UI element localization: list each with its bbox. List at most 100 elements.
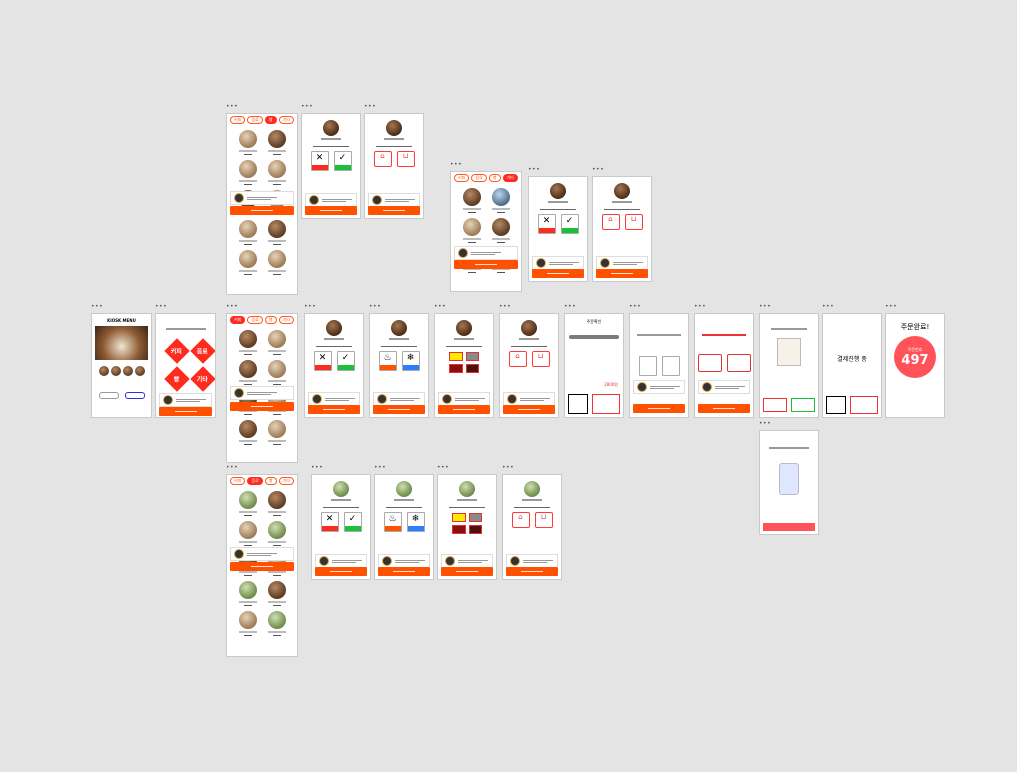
option-screen[interactable]: ♨❄: [369, 313, 429, 418]
menu-item[interactable]: [459, 218, 484, 243]
home-screen[interactable]: KIOSK MENU: [91, 313, 152, 418]
voice-order-button[interactable]: [230, 562, 294, 571]
category-tab[interactable]: 기타: [278, 477, 294, 485]
option-screen[interactable]: [434, 313, 494, 418]
cancel-button[interactable]: ✕: [313, 351, 332, 371]
card-option[interactable]: [697, 353, 722, 372]
menu-item[interactable]: [235, 420, 260, 445]
undefined-button[interactable]: ✓: [333, 151, 352, 171]
option-screen[interactable]: ✕✓: [528, 176, 588, 282]
voice-order-button[interactable]: [308, 405, 360, 414]
option-screen[interactable]: ⌂⊔: [502, 474, 562, 580]
menu-item[interactable]: [235, 360, 260, 385]
dine-option-screen[interactable]: [629, 313, 689, 418]
size-option[interactable]: [465, 364, 479, 373]
option-screen[interactable]: ✕✓: [301, 113, 361, 219]
voice-order-button[interactable]: [230, 206, 294, 215]
size-option[interactable]: [449, 364, 463, 373]
category-tab[interactable]: 빵: [488, 174, 501, 182]
pay-option[interactable]: [726, 353, 751, 372]
size-option[interactable]: [465, 352, 479, 361]
cancel-button[interactable]: ✕: [320, 512, 339, 532]
voice-order-button[interactable]: [315, 567, 367, 576]
menu-item[interactable]: [235, 220, 260, 245]
menu-item[interactable]: [235, 160, 260, 185]
category-tab[interactable]: 빵: [264, 116, 277, 124]
option-screen[interactable]: ⌂⊔: [499, 313, 559, 418]
pay-button[interactable]: [592, 394, 620, 414]
next-button[interactable]: [791, 398, 815, 412]
pay-button[interactable]: [850, 396, 878, 414]
featured-item[interactable]: [98, 366, 109, 376]
category-tab[interactable]: 커피: [454, 174, 470, 182]
voice-order-button[interactable]: [698, 404, 750, 413]
place-option[interactable]: ⊔: [531, 351, 550, 367]
place-option[interactable]: ⌂: [508, 351, 527, 367]
voice-order-button[interactable]: [503, 405, 555, 414]
undefined-button[interactable]: ✓: [560, 214, 579, 234]
menu-item[interactable]: [264, 491, 289, 516]
category-tab[interactable]: 기타: [502, 174, 518, 182]
voice-order-button[interactable]: [454, 260, 518, 269]
option-screen[interactable]: [437, 474, 497, 580]
category-tile[interactable]: 빵: [164, 365, 190, 392]
category-tab[interactable]: 빵: [264, 477, 277, 485]
featured-item[interactable]: [134, 366, 145, 376]
option-screen[interactable]: ♨❄: [374, 474, 434, 580]
menu-item[interactable]: [235, 581, 260, 606]
primary-button[interactable]: [124, 392, 145, 399]
category-tab[interactable]: 빵: [264, 316, 277, 324]
mobile-pay-screen[interactable]: [759, 430, 819, 535]
size-option[interactable]: [449, 352, 463, 361]
category-tab[interactable]: 음료: [471, 174, 487, 182]
menu-item[interactable]: [459, 188, 484, 213]
place-option[interactable]: ⌂: [511, 512, 530, 528]
place-option[interactable]: ⊔: [624, 214, 643, 230]
add-order-button[interactable]: [568, 394, 588, 414]
place-option[interactable]: ⊔: [396, 151, 415, 167]
option-screen[interactable]: ⌂⊔: [592, 176, 652, 282]
menu-item[interactable]: [235, 330, 260, 355]
undefined-button[interactable]: ✓: [343, 512, 362, 532]
undefined-button[interactable]: ❄: [406, 512, 425, 532]
menu-item[interactable]: [264, 250, 289, 275]
voice-order-button[interactable]: [596, 269, 648, 278]
here-button[interactable]: [638, 355, 657, 376]
menu-item[interactable]: [264, 611, 289, 636]
menu-item[interactable]: [488, 188, 513, 213]
takeout-button[interactable]: [661, 355, 680, 376]
menu-item[interactable]: [264, 521, 289, 546]
cancel-button[interactable]: ✕: [310, 151, 329, 171]
menu-item[interactable]: [264, 220, 289, 245]
undefined-button[interactable]: ✓: [336, 351, 355, 371]
size-option[interactable]: [452, 513, 466, 522]
category-tab[interactable]: 음료: [247, 116, 263, 124]
size-option[interactable]: [468, 513, 482, 522]
category-tab[interactable]: 기타: [278, 116, 294, 124]
undefined-button[interactable]: ❄: [401, 351, 420, 371]
voice-order-button[interactable]: [159, 407, 212, 416]
option-screen[interactable]: ✕✓: [311, 474, 371, 580]
payment-method-screen[interactable]: [694, 313, 754, 418]
menu-item[interactable]: [235, 250, 260, 275]
voice-order-button[interactable]: [506, 567, 558, 576]
place-option[interactable]: ⌂: [373, 151, 392, 167]
size-option[interactable]: [452, 525, 466, 534]
voice-order-button[interactable]: [438, 405, 490, 414]
category-tile[interactable]: 기타: [190, 365, 215, 392]
secondary-button[interactable]: [98, 392, 119, 399]
menu-item[interactable]: [264, 420, 289, 445]
category-tile[interactable]: 음료: [190, 337, 215, 364]
voice-order-button[interactable]: [532, 269, 584, 278]
add-order-button[interactable]: [826, 396, 846, 414]
cancel-button[interactable]: ✕: [537, 214, 556, 234]
menu-item[interactable]: [488, 218, 513, 243]
featured-item[interactable]: [110, 366, 121, 376]
category-tab[interactable]: 커피: [230, 477, 246, 485]
voice-order-button[interactable]: [378, 567, 430, 576]
